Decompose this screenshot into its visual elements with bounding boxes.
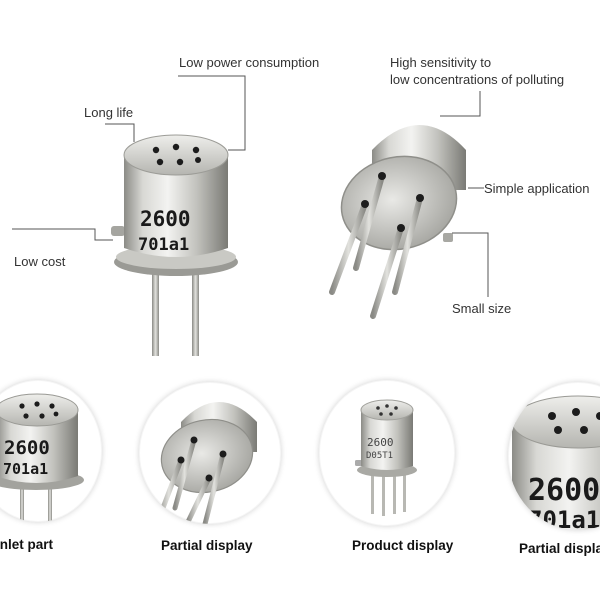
callout-long-life: Long life (84, 105, 134, 120)
callout-low-cost: Low cost (14, 254, 66, 269)
sensor-tab (443, 233, 453, 242)
caption-partial-display-2: Partial display (519, 541, 600, 556)
leader-lines (12, 75, 489, 297)
thumbnail-partial-display-1 (139, 382, 281, 524)
sensor-rear-view (329, 125, 466, 319)
callout-simple-application: Simple application (484, 181, 590, 196)
sensor-inlet-holes (152, 143, 201, 166)
product-display-image: 2600 D05T1 (355, 399, 417, 516)
inlet-marking-line1: 2600 (4, 437, 50, 459)
product-marking-line2: D05T1 (366, 451, 393, 461)
inlet-marking-line2: 701a1 (3, 460, 48, 478)
sensor-tab (111, 226, 125, 236)
partial-display-1-image (154, 402, 257, 524)
closeup-marking-line1: 2600 (528, 473, 600, 508)
sensor-marking-line2: 701a1 (138, 235, 189, 255)
caption-partial-display-1: Partial display (161, 538, 253, 553)
sensor-pin (152, 268, 159, 356)
sensor-pin (192, 268, 199, 356)
product-marking-line1: 2600 (367, 436, 394, 449)
partial-display-2-image: 2600 701a1 (511, 395, 600, 530)
thumbnail-partial-display-2: 2600 701a1 (508, 382, 600, 530)
inlet-part-image: 2600 701a1 (0, 393, 84, 522)
callout-high-sensitivity-line2: low concentrations of polluting (390, 72, 565, 87)
callout-high-sensitivity-line1: High sensitivity to (390, 55, 492, 70)
sensor-pins (329, 173, 423, 319)
callout-small-size: Small size (452, 301, 512, 316)
sensor-cap-top (123, 134, 229, 176)
sensor-can (124, 155, 228, 257)
sensor-marking-line1: 2600 (140, 207, 191, 231)
callout-low-power: Low power consumption (179, 55, 320, 70)
caption-inlet-part: Inlet part (0, 537, 54, 552)
caption-product-display: Product display (352, 538, 454, 553)
sensor-front-view: 2600 701a1 (111, 134, 238, 356)
thumbnail-product-display: 2600 D05T1 (319, 380, 455, 526)
thumbnail-inlet-part: 2600 701a1 (0, 380, 102, 522)
